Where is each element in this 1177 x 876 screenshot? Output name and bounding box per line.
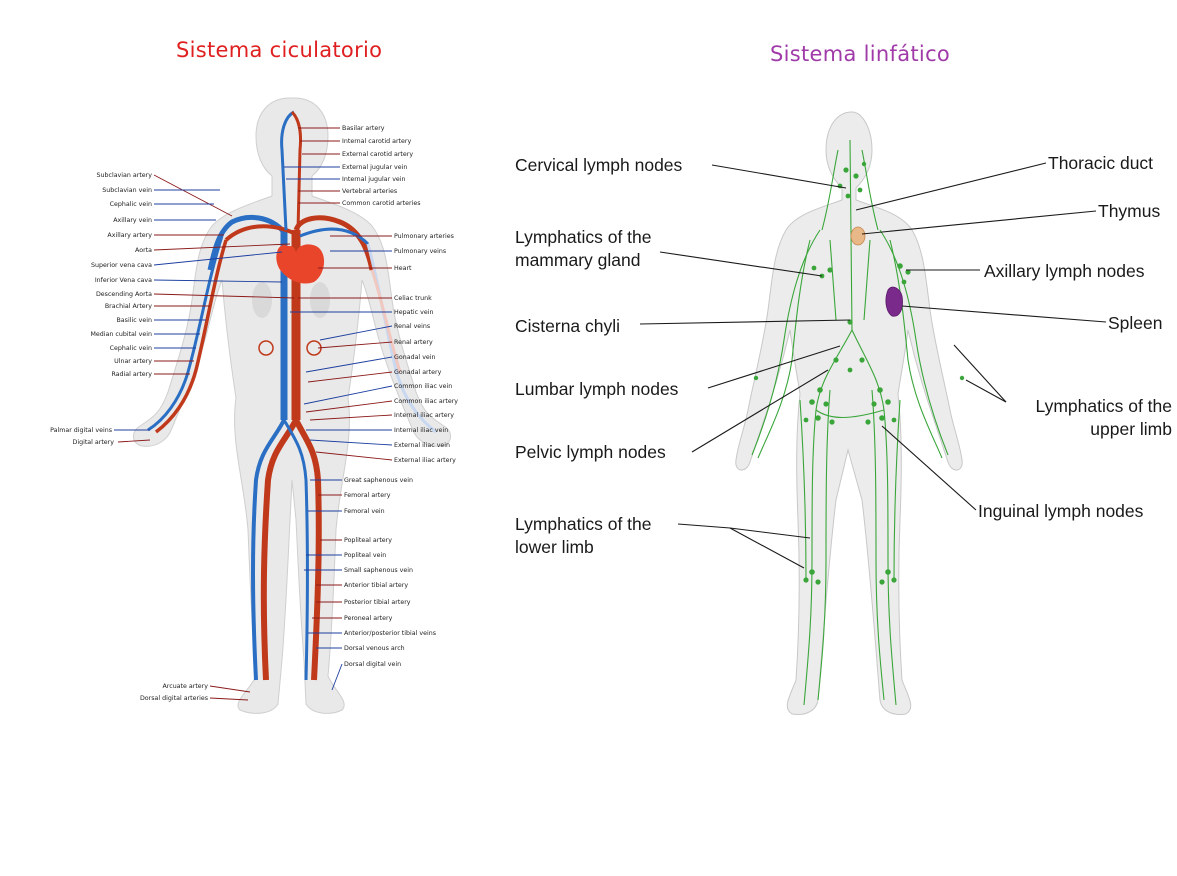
label-hepatic-vein: Hepatic vein	[394, 309, 434, 316]
label-cisterna-chyli: Cisterna chyli	[515, 316, 620, 336]
circulatory-title: Sistema ciculatorio	[176, 38, 383, 62]
label-lymphatics-lower-limb-line1: Lymphatics of the	[515, 514, 652, 534]
label-pulmonary-veins: Pulmonary veins	[394, 248, 446, 255]
label-lymphatics-lower-limb-line2: lower limb	[515, 537, 594, 557]
label-popliteal-vein: Popliteal vein	[344, 552, 386, 559]
label-arcuate-artery: Arcuate artery	[162, 683, 208, 690]
lymphatic-figure	[735, 111, 965, 715]
label-palmar-digital-veins: Palmar digital veins	[50, 427, 112, 434]
label-peroneal-artery: Peroneal artery	[344, 615, 393, 622]
label-cephalic-vein-upper: Cephalic vein	[110, 201, 152, 208]
label-internal-iliac-artery: Internal iliac artery	[394, 412, 454, 419]
lymphatic-right-labels: Thoracic duct Thymus Axillary lymph node…	[978, 153, 1172, 521]
label-lymphatics-upper-limb-line2: upper limb	[1090, 419, 1172, 439]
label-dorsal-digital-vein: Dorsal digital vein	[344, 661, 401, 668]
label-renal-veins: Renal veins	[394, 323, 430, 330]
label-common-iliac-artery: Common iliac artery	[394, 398, 458, 405]
label-lymphatics-upper-limb-line1: Lymphatics of the	[1035, 396, 1172, 416]
label-dorsal-venous-arch: Dorsal venous arch	[344, 645, 405, 652]
label-spleen: Spleen	[1108, 313, 1163, 333]
label-femoral-vein: Femoral vein	[344, 508, 385, 515]
label-pulmonary-arteries: Pulmonary arteries	[394, 233, 454, 240]
lymphatic-leaders	[639, 162, 1107, 569]
label-descending-aorta: Descending Aorta	[96, 291, 152, 298]
thymus-shape	[850, 226, 866, 246]
label-median-cubital-vein: Median cubital vein	[90, 331, 152, 338]
label-cervical-lymph-nodes: Cervical lymph nodes	[515, 155, 683, 175]
label-digital-artery: Digital artery	[72, 439, 114, 446]
label-popliteal-artery: Popliteal artery	[344, 537, 392, 544]
label-internal-carotid-artery: Internal carotid artery	[342, 138, 411, 145]
lymphatic-title: Sistema linfático	[770, 42, 951, 66]
label-external-iliac-artery: External iliac artery	[394, 457, 456, 464]
label-lymphatics-mammary-line1: Lymphatics of the	[515, 227, 652, 247]
label-axillary-vein: Axillary vein	[113, 217, 152, 224]
label-lymphatics-mammary-line2: mammary gland	[515, 250, 640, 270]
circulatory-left-labels: Subclavian artery Subclavian vein Cephal…	[50, 172, 208, 702]
label-ulnar-artery: Ulnar artery	[114, 358, 152, 365]
label-aorta: Aorta	[135, 247, 152, 254]
label-subclavian-vein: Subclavian vein	[102, 187, 152, 194]
label-external-carotid-artery: External carotid artery	[342, 151, 413, 158]
label-basilar-artery: Basilar artery	[342, 125, 385, 132]
label-small-saphenous-vein: Small saphenous vein	[344, 567, 413, 574]
label-inguinal-lymph-nodes: Inguinal lymph nodes	[978, 501, 1144, 521]
label-internal-iliac-vein: Internal iliac vein	[394, 427, 448, 434]
label-superior-vena-cava: Superior vena cava	[91, 262, 152, 269]
circulatory-right-leaders	[284, 127, 393, 691]
label-brachial-artery: Brachial Artery	[105, 303, 152, 310]
spleen-shape	[885, 286, 903, 317]
label-femoral-artery: Femoral artery	[344, 492, 391, 499]
label-thoracic-duct: Thoracic duct	[1048, 153, 1153, 173]
label-basilic-vein: Basilic vein	[116, 317, 152, 324]
label-external-iliac-vein: External iliac vein	[394, 442, 450, 449]
heart-shape	[276, 244, 325, 284]
label-axillary-artery: Axillary artery	[107, 232, 152, 239]
label-anterior-tibial-artery: Anterior tibial artery	[344, 582, 408, 589]
label-dorsal-digital-arteries: Dorsal digital arteries	[140, 695, 208, 702]
label-pelvic-lymph-nodes: Pelvic lymph nodes	[515, 442, 666, 462]
label-thymus: Thymus	[1098, 201, 1160, 221]
label-external-jugular-vein: External jugular vein	[342, 164, 407, 171]
label-inferior-vena-cava: Inferior Vena cava	[95, 277, 152, 284]
label-great-saphenous-vein: Great saphenous vein	[344, 477, 413, 484]
lymphatic-left-labels: Cervical lymph nodes Lymphatics of the m…	[515, 155, 683, 557]
lymphatic-body-silhouette	[735, 111, 963, 715]
label-gonadal-artery: Gonadal artery	[394, 369, 442, 376]
label-cephalic-vein-lower: Cephalic vein	[110, 345, 152, 352]
label-common-iliac-vein: Common iliac vein	[394, 383, 452, 390]
label-vertebral-arteries: Vertebral arteries	[342, 188, 397, 195]
label-internal-jugular-vein: Internal jugular vein	[342, 176, 406, 183]
label-radial-artery: Radial artery	[111, 371, 152, 378]
label-gonadal-vein: Gonadal vein	[394, 354, 436, 361]
circulatory-right-labels: Basilar artery Internal carotid artery E…	[342, 125, 458, 668]
label-renal-artery: Renal artery	[394, 339, 433, 346]
label-posterior-tibial-artery: Posterior tibial artery	[344, 599, 411, 606]
label-subclavian-artery: Subclavian artery	[97, 172, 153, 179]
label-common-carotid-arteries: Common carotid arteries	[342, 200, 421, 207]
circulatory-left-leaders	[114, 174, 295, 701]
label-celiac-trunk: Celiac trunk	[394, 295, 432, 302]
label-lumbar-lymph-nodes: Lumbar lymph nodes	[515, 379, 679, 399]
label-heart: Heart	[394, 265, 412, 272]
label-axillary-lymph-nodes: Axillary lymph nodes	[984, 261, 1145, 281]
label-tibial-veins: Anterior/posterior tibial veins	[344, 630, 436, 637]
circulatory-figure	[133, 97, 451, 714]
